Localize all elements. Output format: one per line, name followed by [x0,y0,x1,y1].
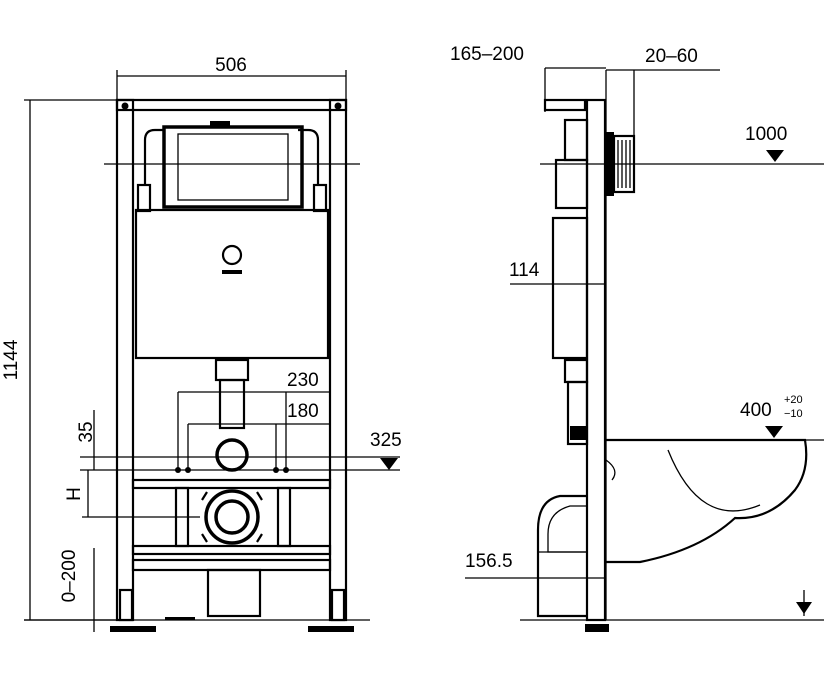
h-label: H [64,487,85,501]
bowl-level-icon [765,426,783,438]
button-level-icon [766,150,784,162]
bowl-height-label: 400 [740,400,772,421]
drain-bend [536,494,587,618]
logo-icon [221,244,243,266]
height-label: 1144 [1,339,22,380]
top-bar [115,98,348,112]
offset-label: 35 [76,421,97,442]
wc-bowl [606,438,808,564]
foot-adjust-label: 0–200 [59,550,80,603]
right-foot [308,626,354,632]
depth-label: 114 [509,260,540,281]
cistern-side [551,216,589,360]
flush-pipe [218,378,246,430]
side-view: 165–200 20–60 1000 114 [450,44,824,632]
wall-thickness-label: 20–60 [645,46,698,67]
left-upright [115,98,135,622]
bowl-tolerance-plus: +20 [784,394,803,406]
bolt-outer-label: 230 [287,370,319,391]
side-frame [585,98,607,622]
drain-outlet [204,489,260,545]
level-marker-icon [380,458,398,470]
width-label: 506 [215,55,247,76]
button-height-label: 1000 [745,124,787,145]
cistern-body [134,208,330,360]
right-upright [328,98,348,622]
left-foot [110,626,156,632]
inspection-opening [162,125,304,209]
bolt-height-label: 325 [370,430,402,451]
flush-outlet [215,438,249,472]
drain-depth-label: 156.5 [465,551,513,572]
bolt-inner-label: 180 [287,401,319,422]
bowl-tolerance-minus: −10 [784,408,803,420]
wall-gap-label: 165–200 [450,44,524,65]
front-view: 506 1144 [1,55,402,632]
